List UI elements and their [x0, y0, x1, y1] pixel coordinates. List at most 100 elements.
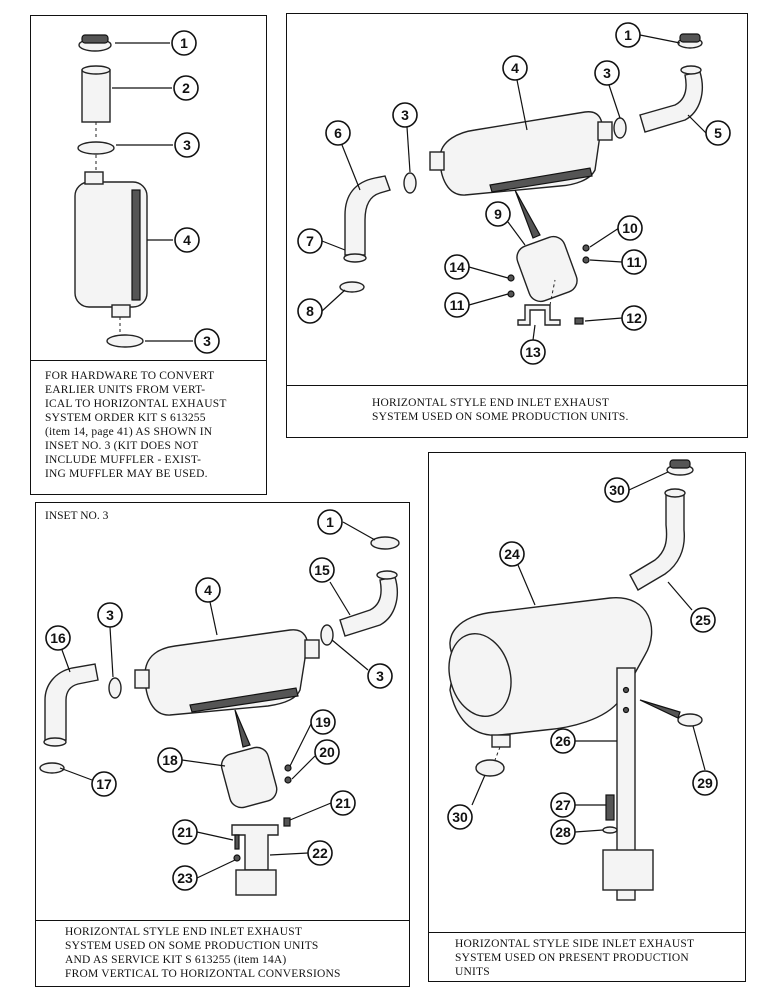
panel-vertical-exhaust — [30, 15, 267, 495]
callout-17 — [91, 771, 117, 797]
svg-text:7: 7 — [306, 233, 314, 249]
svg-text:3: 3 — [401, 107, 409, 123]
callout-27 — [550, 792, 576, 818]
elbow-pipe-right — [639, 71, 703, 133]
panel-caption-divider-br — [428, 932, 746, 933]
callout-21-left — [172, 819, 198, 845]
callout-4 — [502, 55, 528, 81]
callout-3-bottom — [194, 328, 220, 354]
svg-text:22: 22 — [312, 845, 328, 861]
mounting-bracket — [517, 304, 561, 326]
svg-text:1: 1 — [326, 514, 334, 530]
elbow-pipe-left — [344, 175, 391, 256]
callouts-side-inlet-exhaust: 30 24 25 26 29 27 30 28 — [447, 477, 718, 845]
svg-text:30: 30 — [609, 482, 625, 498]
callout-1 — [171, 30, 197, 56]
svg-text:13: 13 — [525, 344, 541, 360]
callout-8 — [297, 298, 323, 324]
caption-vertical-exhaust: FOR HARDWARE TO CONVERT EARLIER UNITS FR… — [45, 370, 227, 480]
bottom-clamp-part — [106, 334, 144, 348]
callout-18 — [157, 747, 183, 773]
callout-3 — [392, 102, 418, 128]
svg-text:19: 19 — [315, 714, 331, 730]
callout-20 — [314, 739, 340, 765]
svg-text:3: 3 — [203, 333, 211, 349]
callout-22 — [307, 840, 333, 866]
svg-text:8: 8 — [306, 303, 314, 319]
panel-side-inlet-exhaust — [428, 452, 746, 982]
svg-text:10: 10 — [622, 220, 638, 236]
callout-10 — [617, 215, 643, 241]
svg-text:15: 15 — [314, 562, 330, 578]
callouts-inset-no3: 1 4 15 3 16 3 17 19 18 20 21 21 22 23 — [45, 509, 393, 891]
svg-text:28: 28 — [555, 824, 571, 840]
muffler-strap — [516, 235, 578, 303]
callout-7 — [297, 228, 323, 254]
callout-9 — [485, 201, 511, 227]
panel-caption-divider-bl — [35, 920, 410, 921]
callouts-end-inlet-exhaust: 1 4 3 3 5 6 7 8 9 10 11 14 11 12 13 — [297, 22, 731, 365]
inset-title: INSET NO. 3 — [45, 510, 109, 522]
elbow-pipe-15 — [339, 576, 398, 637]
svg-text:25: 25 — [695, 612, 711, 628]
svg-text:17: 17 — [96, 776, 112, 792]
svg-text:18: 18 — [162, 752, 178, 768]
callout-11-left — [444, 292, 470, 318]
clamp-part — [77, 141, 115, 155]
svg-text:14: 14 — [449, 259, 465, 275]
panel-end-inlet-exhaust — [286, 13, 748, 438]
callout-6 — [325, 120, 351, 146]
callout-11 — [621, 249, 647, 275]
callout-24 — [499, 541, 525, 567]
callout-25 — [690, 607, 716, 633]
callout-13 — [520, 339, 546, 365]
callout-19 — [310, 709, 336, 735]
side-inlet-exhaust-parts — [448, 459, 706, 901]
svg-text:29: 29 — [697, 775, 713, 791]
svg-text:5: 5 — [714, 125, 722, 141]
caption-side-inlet-exhaust: HORIZONTAL STYLE SIDE INLET EXHAUST SYST… — [455, 938, 695, 978]
panel-caption-divider-tr — [286, 385, 748, 386]
caption-inset-no3: HORIZONTAL STYLE END INLET EXHAUST SYSTE… — [65, 926, 341, 980]
svg-text:6: 6 — [334, 125, 342, 141]
svg-text:3: 3 — [603, 65, 611, 81]
vertical-muffler-part — [74, 181, 148, 308]
svg-text:21: 21 — [177, 824, 193, 840]
callout-4 — [174, 227, 200, 253]
svg-text:3: 3 — [183, 137, 191, 153]
svg-text:26: 26 — [555, 733, 571, 749]
callout-3 — [174, 132, 200, 158]
panel-inset-no3 — [35, 502, 410, 987]
svg-text:27: 27 — [555, 797, 571, 813]
callout-30-top — [604, 477, 630, 503]
callout-1 — [615, 22, 641, 48]
svg-text:1: 1 — [180, 35, 188, 51]
callout-1 — [317, 509, 343, 535]
svg-text:30: 30 — [452, 809, 468, 825]
svg-text:11: 11 — [627, 254, 642, 270]
vertical-exhaust-parts — [74, 34, 193, 348]
callout-28 — [550, 819, 576, 845]
callout-14 — [444, 254, 470, 280]
callout-30-bottom — [447, 804, 473, 830]
svg-text:4: 4 — [204, 582, 212, 598]
callout-26 — [550, 728, 576, 754]
elbow-pipe-25 — [629, 494, 685, 591]
inset-no3-parts — [39, 521, 400, 896]
callout-3-left — [97, 602, 123, 628]
svg-text:12: 12 — [626, 310, 642, 326]
support-post — [616, 667, 636, 901]
stack-pipe-part — [81, 69, 111, 123]
caption-end-inlet-exhaust: HORIZONTAL STYLE END INLET EXHAUST SYSTE… — [372, 397, 629, 423]
svg-text:4: 4 — [511, 60, 519, 76]
callout-15 — [309, 557, 335, 583]
svg-text:24: 24 — [504, 546, 520, 562]
rain-cap-inset — [370, 536, 400, 550]
end-inlet-exhaust-parts — [321, 33, 707, 341]
callout-3-right — [367, 663, 393, 689]
callouts-vertical-exhaust: 1 2 3 4 3 — [171, 30, 220, 354]
callout-16 — [45, 625, 71, 651]
callout-23 — [172, 865, 198, 891]
svg-text:3: 3 — [106, 607, 114, 623]
